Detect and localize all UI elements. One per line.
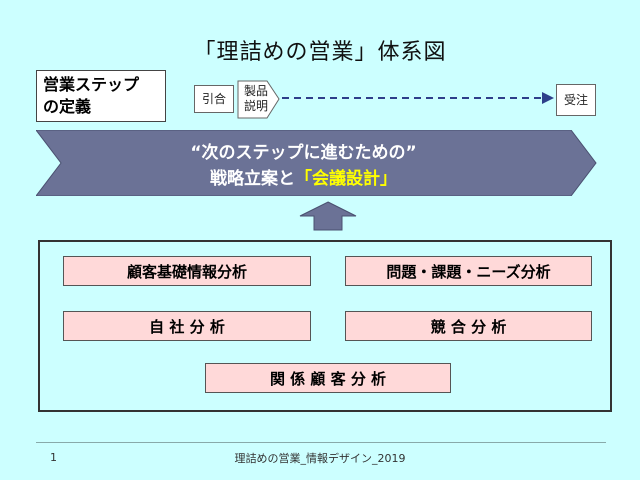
tile-issues-needs-analysis: 問題・課題・ニーズ分析 [345, 256, 592, 286]
footer-divider [36, 442, 606, 443]
banner-line-2: 戦略立案と「会議設計」 [36, 166, 571, 192]
step-order-received: 受注 [556, 84, 596, 116]
step-product-line-2: 説明 [243, 99, 268, 113]
definition-line-1: 営業ステップ [43, 75, 140, 94]
strategy-banner-arrow [36, 130, 597, 196]
step-product-shape [237, 80, 280, 119]
definition-line-2: の定義 [43, 97, 92, 116]
banner-shape [36, 130, 597, 196]
step-product-explanation [237, 80, 280, 119]
step-definition-label: 営業ステップ の定義 [36, 70, 166, 122]
page-title: 「理詰めの営業」体系図 [193, 40, 447, 65]
strategy-banner-text: “次のステップに進むための” 戦略立案と「会議設計」 [36, 140, 571, 192]
step-inquiry: 引合 [194, 85, 234, 113]
step-product-text: 製品 説明 [241, 84, 271, 114]
progress-dashed-arrow [282, 92, 554, 104]
step-order-label: 受注 [563, 93, 588, 107]
banner-highlight: 「会議設計」 [295, 169, 397, 189]
tile-customer-basic-analysis: 顧客基礎情報分析 [63, 256, 311, 286]
tile-related-customer-analysis: 関 係 顧 客 分 析 [205, 363, 451, 393]
up-arrow-shape [299, 201, 357, 231]
up-arrow-icon [299, 201, 357, 231]
tile-own-company-analysis: 自 社 分 析 [63, 311, 311, 341]
footer-text: 理詰めの営業_情報デザイン_2019 [234, 452, 406, 465]
tile-competition-analysis: 競 合 分 析 [345, 311, 592, 341]
arrow-head-icon [542, 92, 554, 104]
step-product-line-1: 製品 [243, 84, 268, 98]
step-inquiry-label: 引合 [201, 92, 226, 106]
page-number: 1 [50, 451, 57, 464]
banner-line-1: “次のステップに進むための” [190, 143, 417, 163]
banner-prefix: 戦略立案と [210, 169, 295, 189]
